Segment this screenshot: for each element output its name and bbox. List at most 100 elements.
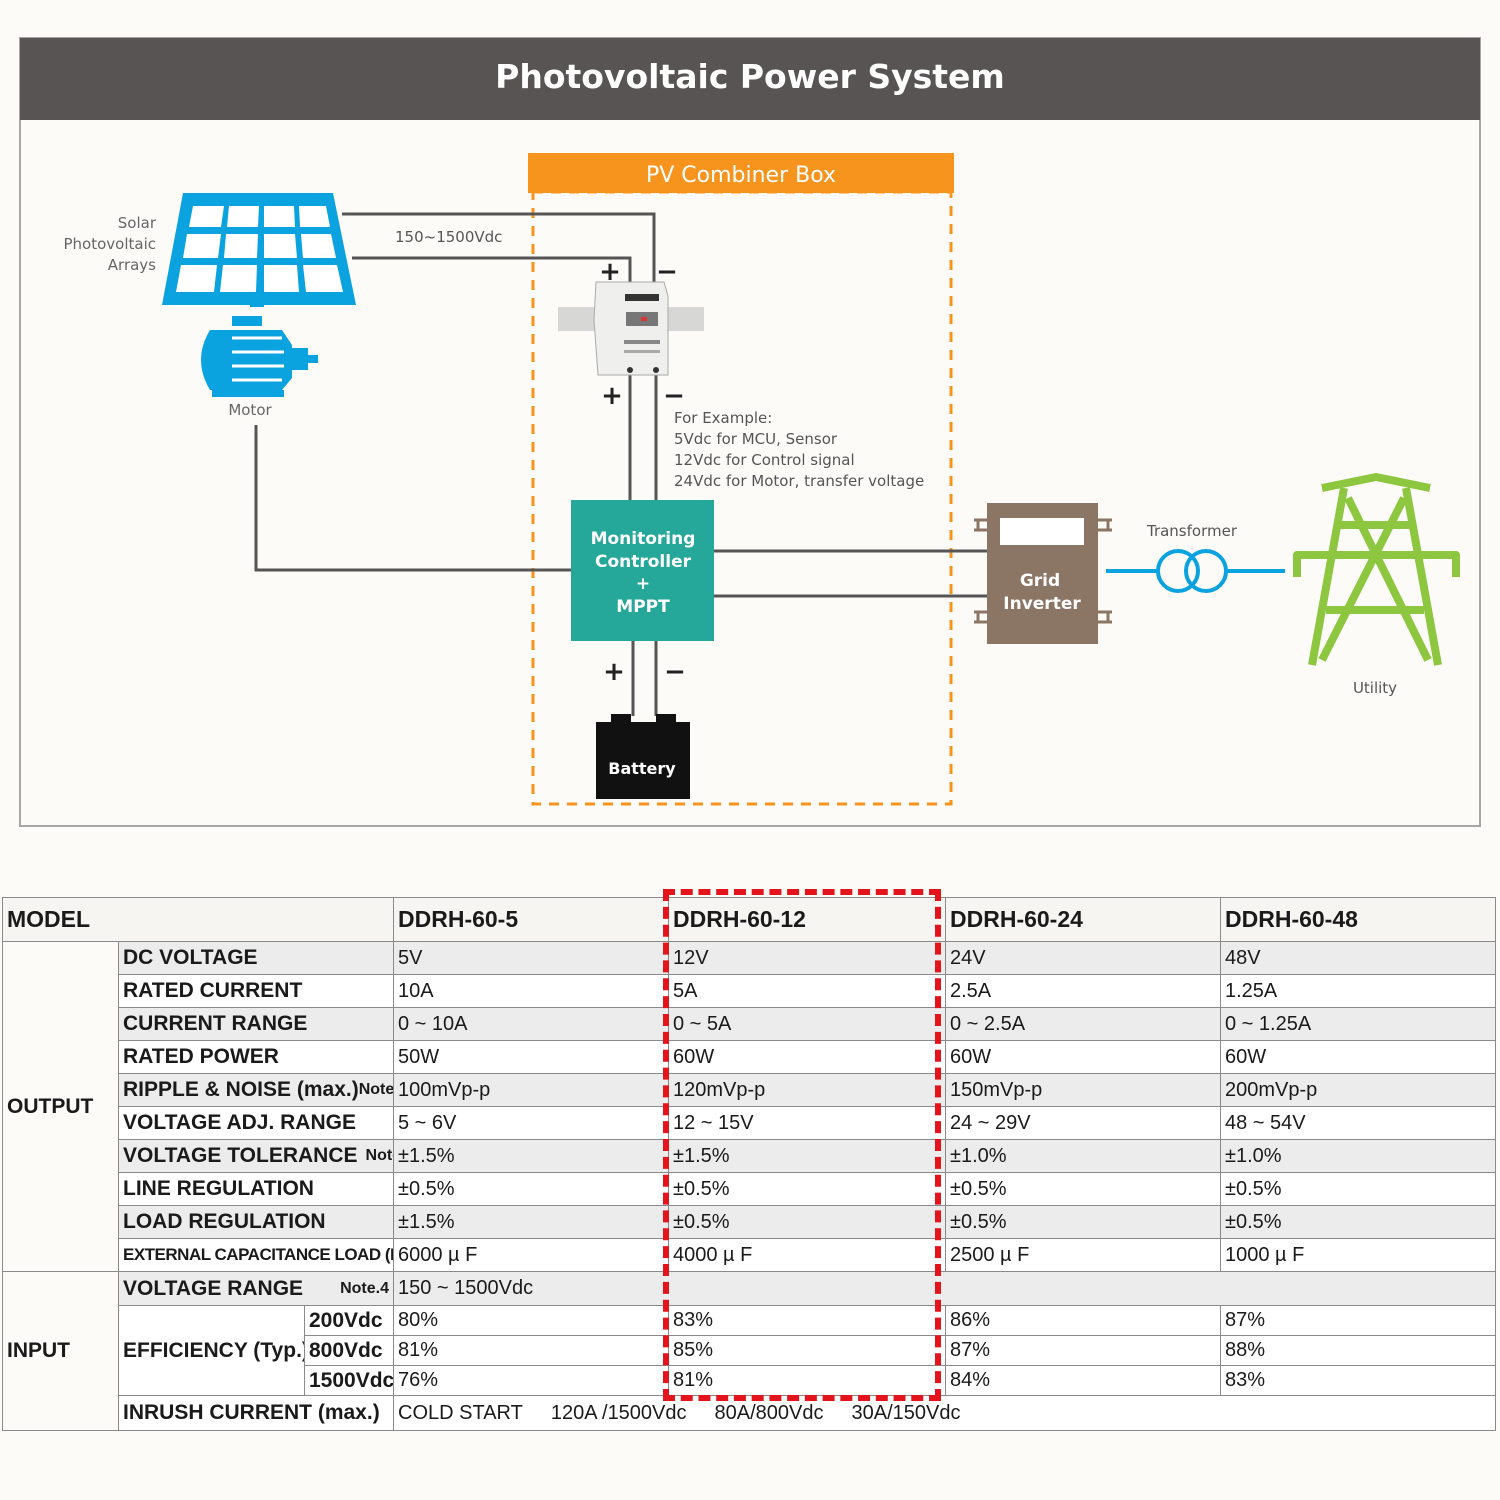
cell-value: 24 ~ 29V [945,1106,1221,1140]
row-label: LINE REGULATION [118,1172,394,1206]
cell-value: 12 ~ 15V [668,1106,946,1140]
wires [254,212,987,716]
cell-value: 87% [1220,1305,1496,1336]
combiner-box-title: PV Combiner Box [646,163,836,188]
row-label: RIPPLE & NOISE (max.)Note.2 [118,1073,394,1107]
cell-value: 10A [393,974,669,1008]
row-note: Note.2 [358,1081,394,1098]
row-label: VOLTAGE TOLERANCE Note.3 [118,1139,394,1173]
model-ddrh-60-48: DDRH-60-48 [1220,897,1496,942]
table-row: EXTERNAL CAPACITANCE LOAD (Max.) 6000 µ … [3,1238,1496,1272]
example-line-2: 5Vdc for MCU, Sensor [674,430,838,448]
cell-value: 87% [945,1335,1221,1366]
cell-value: 12V [668,941,946,975]
utility-label: Utility [1353,679,1397,697]
model-row: MODEL DDRH-60-5 DDRH-60-12 DDRH-60-24 DD… [2,897,1496,942]
cell-value: 50W [393,1040,669,1074]
cell-value: ±1.5% [393,1139,669,1173]
highlight-dashed-box [663,889,941,1401]
inrush-value: 30A/150Vdc [851,1401,961,1424]
cell-value: ±0.5% [668,1205,946,1239]
table-row: RATED CURRENT 10A 5A 2.5A 1.25A [3,974,1496,1008]
din-rail-power-supply-icon [558,281,704,376]
cell-value: ±1.5% [393,1205,669,1239]
cell-value: 200mVp-p [1220,1073,1496,1107]
solar-panel-icon [162,193,356,307]
psu-input-plus: + [599,257,621,287]
cell-value: 4000 µ F [668,1238,946,1272]
input-group-label: INPUT [2,1271,119,1431]
cell-value: 6000 µ F [393,1238,669,1272]
cell-value: 1000 µ F [1220,1238,1496,1272]
cell-value: 0 ~ 10A [393,1007,669,1041]
example-line-4: 24Vdc for Motor, transfer voltage [674,472,924,490]
cell-value: 81% [668,1365,946,1396]
row-label: INRUSH CURRENT (max.) [118,1395,394,1431]
cell-value: 2.5A [945,974,1221,1008]
psu-output-plus: + [601,381,623,411]
motor-label: Motor [228,401,272,419]
inverter-line-2: Inverter [1003,594,1081,614]
transformer-icon [1106,549,1285,593]
cell-value: 5V [393,941,669,975]
table-row: VOLTAGE ADJ. RANGE 5 ~ 6V 12 ~ 15V 24 ~ … [3,1106,1496,1140]
cell-value: 0 ~ 1.25A [1220,1007,1496,1041]
cell-value: 5 ~ 6V [393,1106,669,1140]
cell-value: ±0.5% [1220,1205,1496,1239]
cell-value: 88% [1220,1335,1496,1366]
table-row: EFFICIENCY (Typ.) 200Vdc 80% 83% 86% 87% [3,1305,1496,1396]
cell-value: 24V [945,941,1221,975]
cell-value: 60W [1220,1040,1496,1074]
inrush-values: COLD START 120A /1500Vdc 80A/800Vdc 30A/… [393,1395,1496,1431]
motor-icon [201,316,318,397]
model-ddrh-60-12: DDRH-60-12 [668,897,946,942]
psu-output-minus: − [663,381,685,411]
controller-line-2: Controller [595,552,692,572]
cell-value: 80% [393,1305,669,1336]
battery-plus-sign: + [603,657,625,687]
cell-value: 60W [668,1040,946,1074]
row-label: DC VOLTAGE [118,941,394,975]
row-label: RATED POWER [118,1040,394,1074]
cell-value: ±0.5% [1220,1172,1496,1206]
controller-line-1: Monitoring [591,529,696,549]
row-note: Note.4 [340,1279,389,1297]
row-label-text: RIPPLE & NOISE (max.) [123,1078,359,1101]
row-label: LOAD REGULATION [118,1205,394,1239]
table-row: INRUSH CURRENT (max.) COLD START 120A /1… [3,1395,1496,1431]
combiner-box-header [528,153,954,193]
efficiency-voltage: 1500Vdc [304,1365,394,1396]
cell-value: 1.25A [1220,974,1496,1008]
inrush-value: 120A /1500Vdc [550,1401,687,1424]
row-note: Note.3 [365,1147,393,1164]
row-label-text: VOLTAGE TOLERANCE [123,1144,358,1167]
cell-value: ±1.5% [668,1139,946,1173]
wire-solar-minus [342,212,656,282]
cell-value: ±0.5% [668,1172,946,1206]
cell-value: 48V [1220,941,1496,975]
model-label: MODEL [2,897,394,942]
cell-value: ±0.5% [393,1172,669,1206]
cell-value: 83% [1220,1365,1496,1396]
cell-value: 85% [668,1335,946,1366]
battery-label: Battery [608,759,676,778]
cell-value: 2500 µ F [945,1238,1221,1272]
monitoring-controller-box [571,500,714,641]
diagram-title: Photovoltaic Power System [495,57,1005,96]
cell-value: ±1.0% [1220,1139,1496,1173]
cell-value: 83% [668,1305,946,1336]
solar-label-line2: Photovoltaic [64,235,157,253]
cell-value: 0 ~ 5A [668,1007,946,1041]
table-row: OUTPUT DC VOLTAGE 5V 12V 24V 48V [2,941,1496,1272]
inrush-value: COLD START [398,1401,523,1424]
table-row: LOAD REGULATION ±1.5% ±0.5% ±0.5% ±0.5% [3,1205,1496,1239]
row-label: RATED CURRENT [118,974,394,1008]
wire-solar-plus [352,256,632,282]
cell-value: 81% [393,1335,669,1366]
row-label: CURRENT RANGE [118,1007,394,1041]
table-row: 1500Vdc 76% 81% 84% 83% [3,1365,1496,1396]
pv-system-diagram: Photovoltaic Power System PV Combiner Bo… [19,37,1481,827]
cell-value: ±0.5% [945,1205,1221,1239]
voltage-range-value: 150 ~ 1500Vdc [393,1271,1496,1306]
